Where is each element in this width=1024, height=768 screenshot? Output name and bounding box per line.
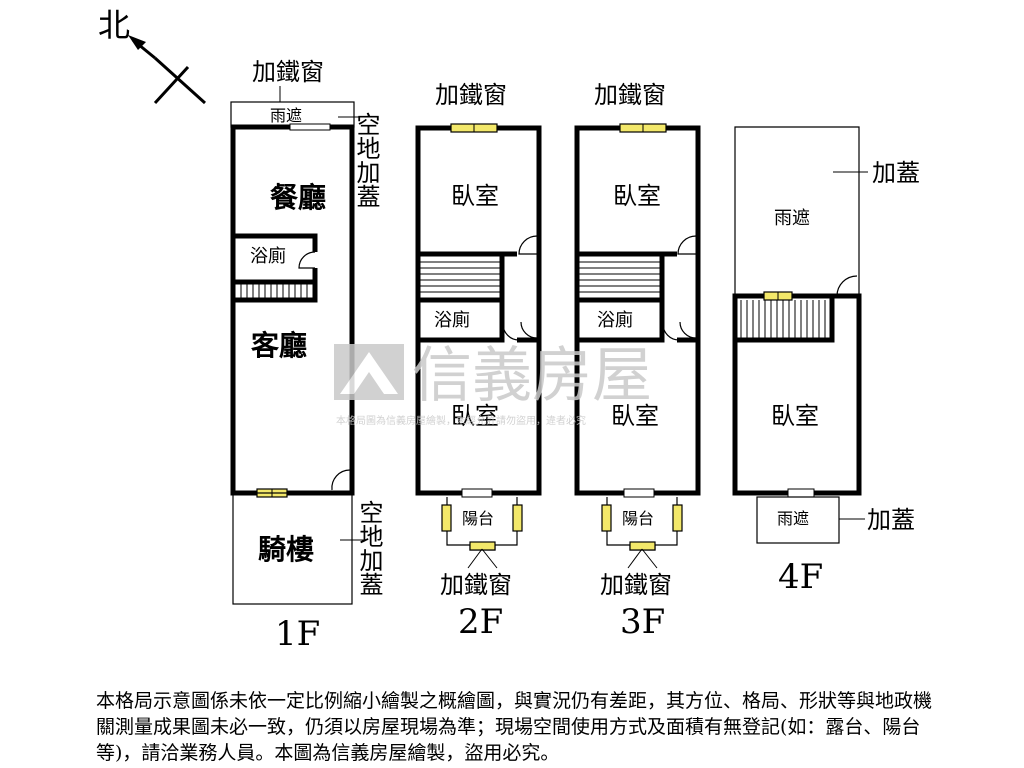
- room-balcony-3f: 陽台: [622, 509, 654, 528]
- room-bed-4f: 臥室: [771, 402, 819, 430]
- floor-1f: 雨遮 餐廳 浴廁 客廳 騎樓 1F 加鐵窗 空地加蓋 空地加蓋: [230, 58, 383, 654]
- north-label: 北: [98, 6, 130, 44]
- note-vacant-add-top: 空地加蓋: [352, 112, 380, 208]
- north-arrow: 北: [98, 6, 207, 105]
- floor-label-1f: 1F: [275, 614, 320, 654]
- floor-2f: 臥室 浴廁 臥室 陽台 加鐵窗 加鐵窗 2F: [415, 81, 542, 642]
- room-living: 客廳: [251, 329, 307, 362]
- note-vacant-add-bottom: 空地加蓋: [355, 500, 383, 596]
- room-bed-bottom-3f: 臥室: [611, 402, 659, 430]
- note-iron-window-bottom-2f: 加鐵窗: [440, 571, 512, 599]
- room-bed-bottom-2f: 臥室: [451, 402, 499, 430]
- floor-3f: 臥室 浴廁 臥室 陽台 加鐵窗 加鐵窗 3F: [574, 81, 701, 642]
- room-bath-3f: 浴廁: [597, 309, 633, 331]
- note-iron-window-top-3f: 加鐵窗: [594, 81, 666, 109]
- note-iron-window-top-2f: 加鐵窗: [435, 81, 507, 109]
- note-iron-window-1f: 加鐵窗: [252, 58, 324, 86]
- room-dining: 餐廳: [270, 181, 326, 214]
- room-arcade: 騎樓: [258, 533, 314, 566]
- brand-logo-icon: [334, 344, 404, 400]
- room-bath-2f: 浴廁: [434, 309, 470, 331]
- floor-4f: 雨遮 臥室 雨遮 加蓋 加蓋 4F: [732, 126, 920, 597]
- canopy-bottom-4f: 雨遮: [777, 509, 809, 528]
- watermark: 信義房屋 本格局圖為信義房屋繪製，未經允許請勿盜用，違者必究: [334, 341, 652, 427]
- note-addition-bottom-4f: 加蓋: [867, 506, 915, 534]
- disclaimer-text: 本格局示意圖係未依一定比例縮小繪製之概繪圖，與實況仍有差距，其方位、格局、形狀等…: [96, 690, 933, 764]
- room-bed-top-3f: 臥室: [613, 182, 661, 210]
- floor-label-2f: 2F: [458, 602, 503, 642]
- room-bath: 浴廁: [250, 245, 286, 267]
- watermark-notice: 本格局圖為信義房屋繪製，未經允許請勿盜用，違者必究: [336, 414, 586, 427]
- note-addition-top-4f: 加蓋: [872, 159, 920, 187]
- canopy-top-4f: 雨遮: [774, 208, 810, 229]
- note-iron-window-bottom-3f: 加鐵窗: [600, 571, 672, 599]
- room-balcony-2f: 陽台: [462, 509, 494, 528]
- canopy-label: 雨遮: [270, 106, 302, 125]
- watermark-brand: 信義房屋: [412, 341, 652, 411]
- floor-label-4f: 4F: [778, 557, 823, 597]
- room-bed-top-2f: 臥室: [451, 182, 499, 210]
- floor-label-3f: 3F: [620, 602, 665, 642]
